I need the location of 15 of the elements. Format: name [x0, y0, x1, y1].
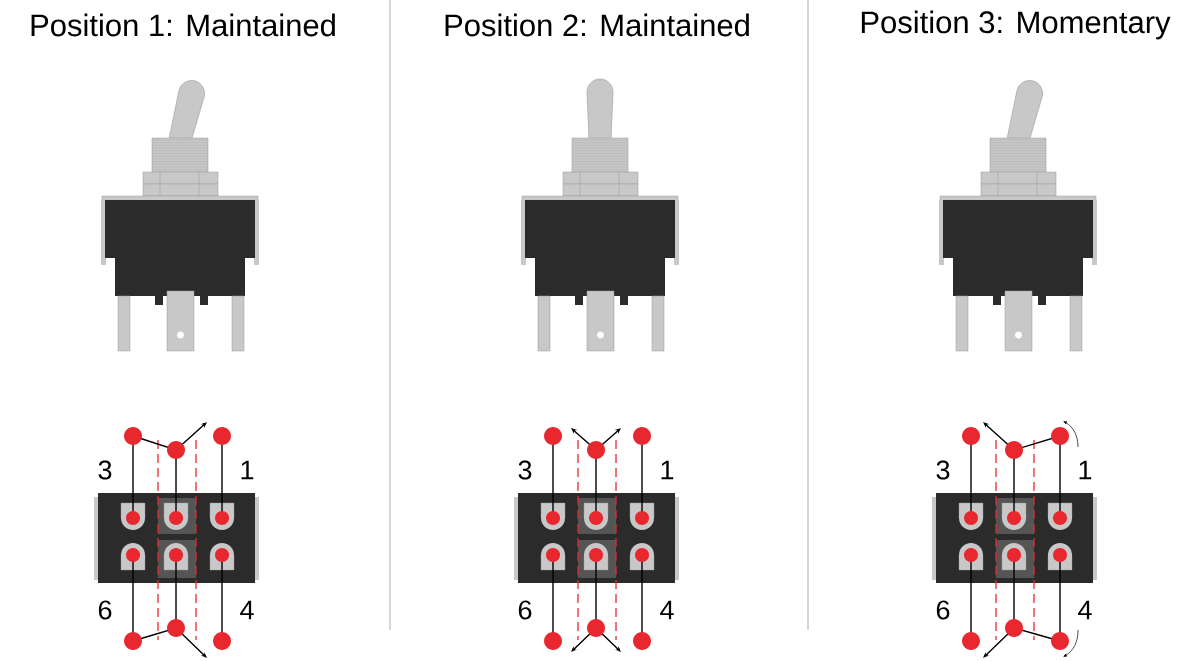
heading: Position 1: Maintained — [31, 13, 335, 37]
terminal-number: 6 — [98, 600, 112, 620]
terminal-number: 1 — [661, 460, 674, 480]
heading: Position 2: Maintained — [445, 13, 749, 37]
terminal-number: 3 — [518, 460, 532, 480]
terminal-number: 1 — [241, 460, 254, 480]
terminal-number: 6 — [518, 600, 532, 620]
terminal-number: 1 — [1079, 460, 1092, 480]
heading: Position 3: Momentary — [861, 10, 1171, 40]
terminal-number: 3 — [98, 460, 112, 480]
terminal-number: 4 — [660, 600, 674, 620]
terminal-number: 3 — [936, 460, 950, 480]
terminal-number: 4 — [1078, 600, 1092, 620]
terminal-number: 6 — [936, 600, 950, 620]
terminal-number: 4 — [240, 600, 254, 620]
